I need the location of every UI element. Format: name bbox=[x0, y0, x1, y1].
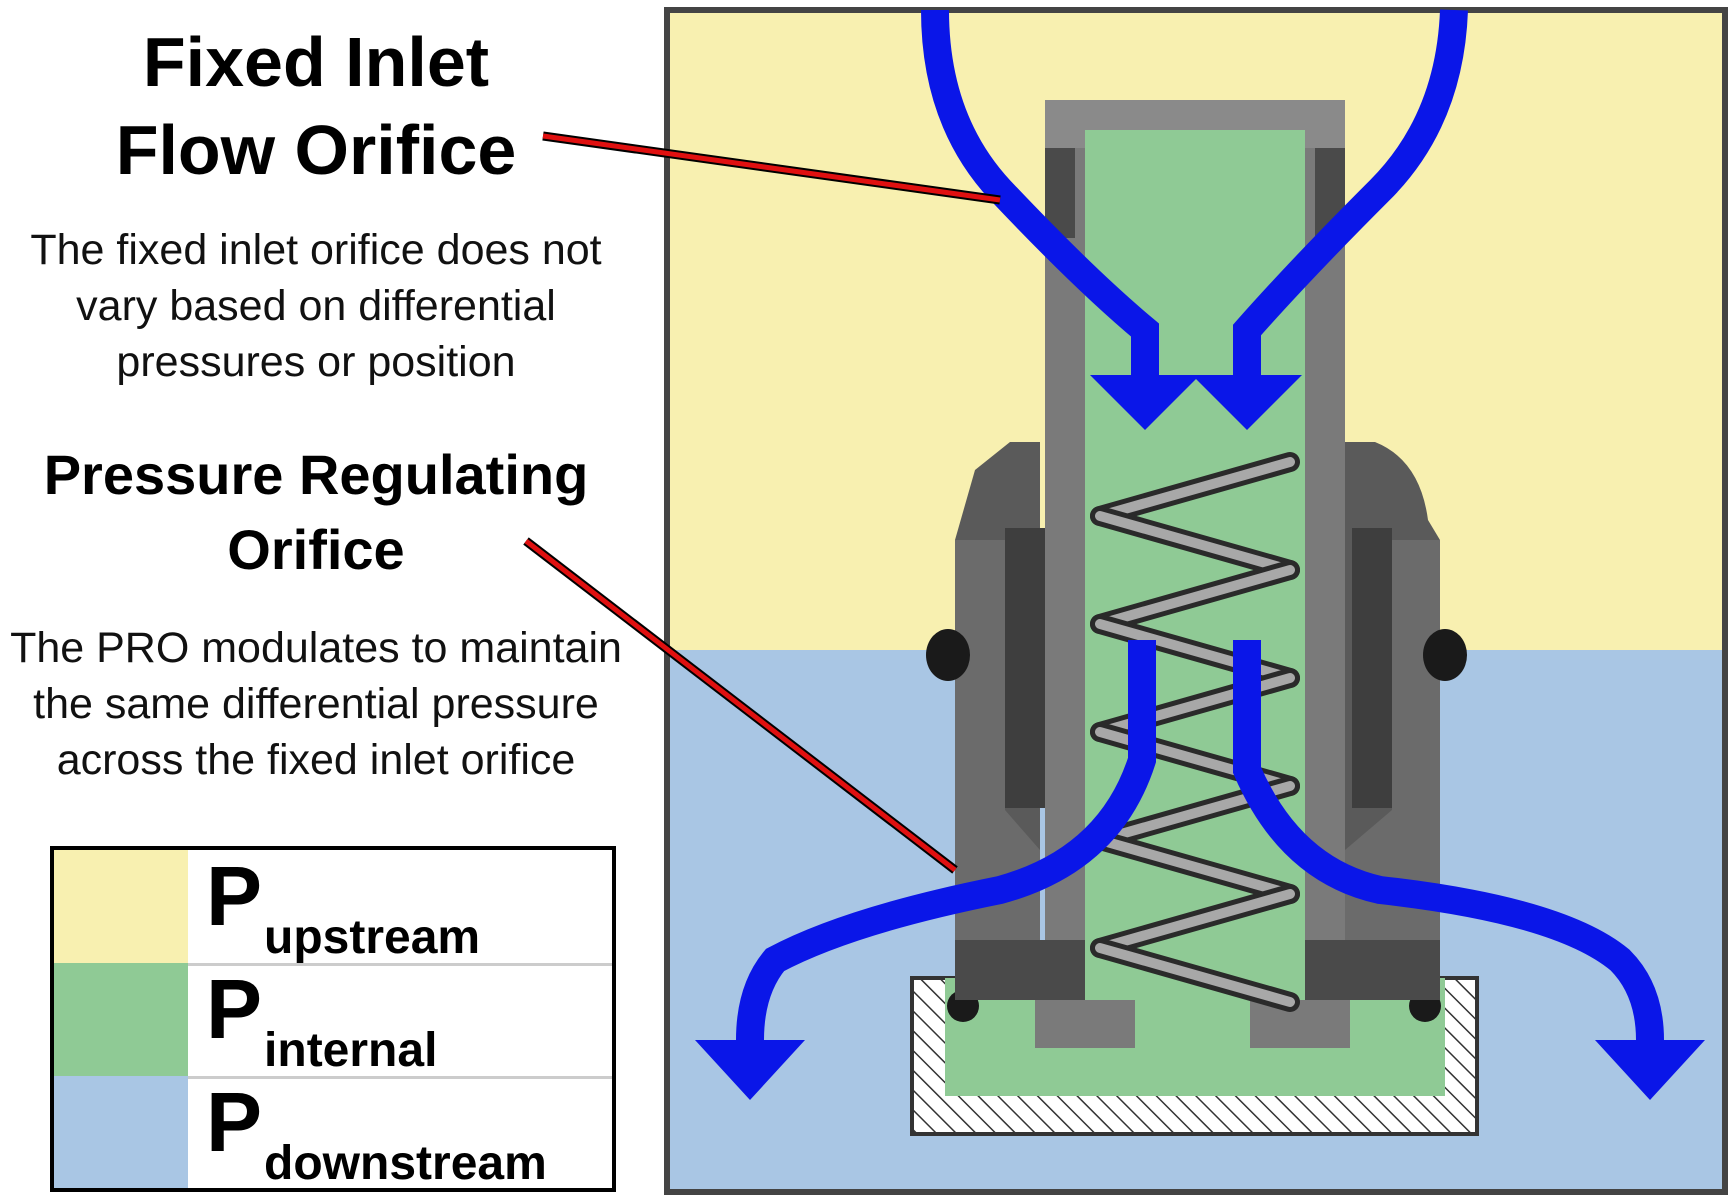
callout-title-pro-line2: Orifice bbox=[227, 518, 405, 581]
outer-housing-left-inner bbox=[1005, 528, 1045, 808]
chamber-border bbox=[664, 7, 1728, 1195]
legend-symbol: P bbox=[206, 962, 263, 1056]
legend-swatch-upstream bbox=[54, 850, 188, 963]
legend-subscript: downstream bbox=[264, 1137, 547, 1190]
pointer-lines bbox=[523, 131, 1001, 874]
o-ring-left bbox=[926, 629, 970, 681]
flange-left-foot bbox=[1035, 1000, 1135, 1048]
flow-arrowhead-outlet-right bbox=[1595, 1040, 1705, 1100]
legend-subscript: upstream bbox=[264, 911, 481, 964]
pointer-pro-fill bbox=[524, 539, 957, 872]
callout-title-fixed-inlet-line1: Fixed Inlet bbox=[142, 23, 490, 101]
callout-title-fixed-inlet-line2: Flow Orifice bbox=[115, 111, 517, 189]
callout-title-pro-line1: Pressure Regulating bbox=[43, 443, 589, 506]
callout-description-fixed-inlet: The fixed inlet orifice does not vary ba… bbox=[30, 226, 602, 386]
legend-label-downstream: Pdownstream bbox=[206, 1080, 547, 1190]
outer-housing-right-inner bbox=[1352, 528, 1392, 808]
legend-row-upstream: Pupstream bbox=[54, 850, 612, 966]
legend-swatch-internal bbox=[54, 963, 188, 1076]
legend-row-downstream: Pdownstream bbox=[54, 1076, 612, 1190]
spring-coil-highlight bbox=[1095, 889, 1295, 953]
spring-coil-highlight bbox=[1095, 835, 1295, 899]
legend-symbol: P bbox=[206, 1075, 263, 1169]
legend-symbol: P bbox=[206, 849, 263, 943]
pressure-legend: Pupstream Pinternal Pdownstream bbox=[50, 846, 616, 1192]
legend-label-upstream: Pupstream bbox=[206, 854, 480, 964]
legend-swatch-downstream bbox=[54, 1076, 188, 1188]
flange-left bbox=[955, 940, 1085, 1000]
callout-description-pro: The PRO modulates to maintain the same d… bbox=[10, 624, 622, 784]
outer-housing-right-step bbox=[1345, 540, 1440, 980]
flow-arrowheads bbox=[695, 375, 1705, 1100]
legend-subscript: internal bbox=[264, 1024, 438, 1077]
flow-arrowhead-inlet-right bbox=[1192, 375, 1302, 430]
spring-coil-highlight bbox=[1095, 943, 1295, 1007]
flow-arrow-inlet-left bbox=[921, 9, 1159, 385]
flow-arrowhead-inlet-left bbox=[1090, 375, 1200, 430]
flow-arrows bbox=[736, 9, 1664, 1041]
flow-arrow-inlet-right bbox=[1233, 9, 1468, 385]
legend-label-internal: Pinternal bbox=[206, 967, 437, 1077]
o-ring-right bbox=[1423, 629, 1467, 681]
flow-arrow-outlet-right bbox=[1233, 640, 1664, 1041]
flange-right bbox=[1305, 940, 1440, 1000]
spring-coil-highlight bbox=[1095, 457, 1295, 521]
pointer-fixed-inlet-fill bbox=[542, 133, 1001, 203]
flange-right-foot bbox=[1250, 1000, 1350, 1048]
spring-coil-highlight bbox=[1095, 565, 1295, 629]
legend-row-internal: Pinternal bbox=[54, 963, 612, 1079]
flow-arrowhead-outlet-left bbox=[695, 1040, 805, 1100]
flow-arrow-outlet-left bbox=[736, 640, 1156, 1041]
spring-coil-highlight bbox=[1095, 511, 1295, 575]
